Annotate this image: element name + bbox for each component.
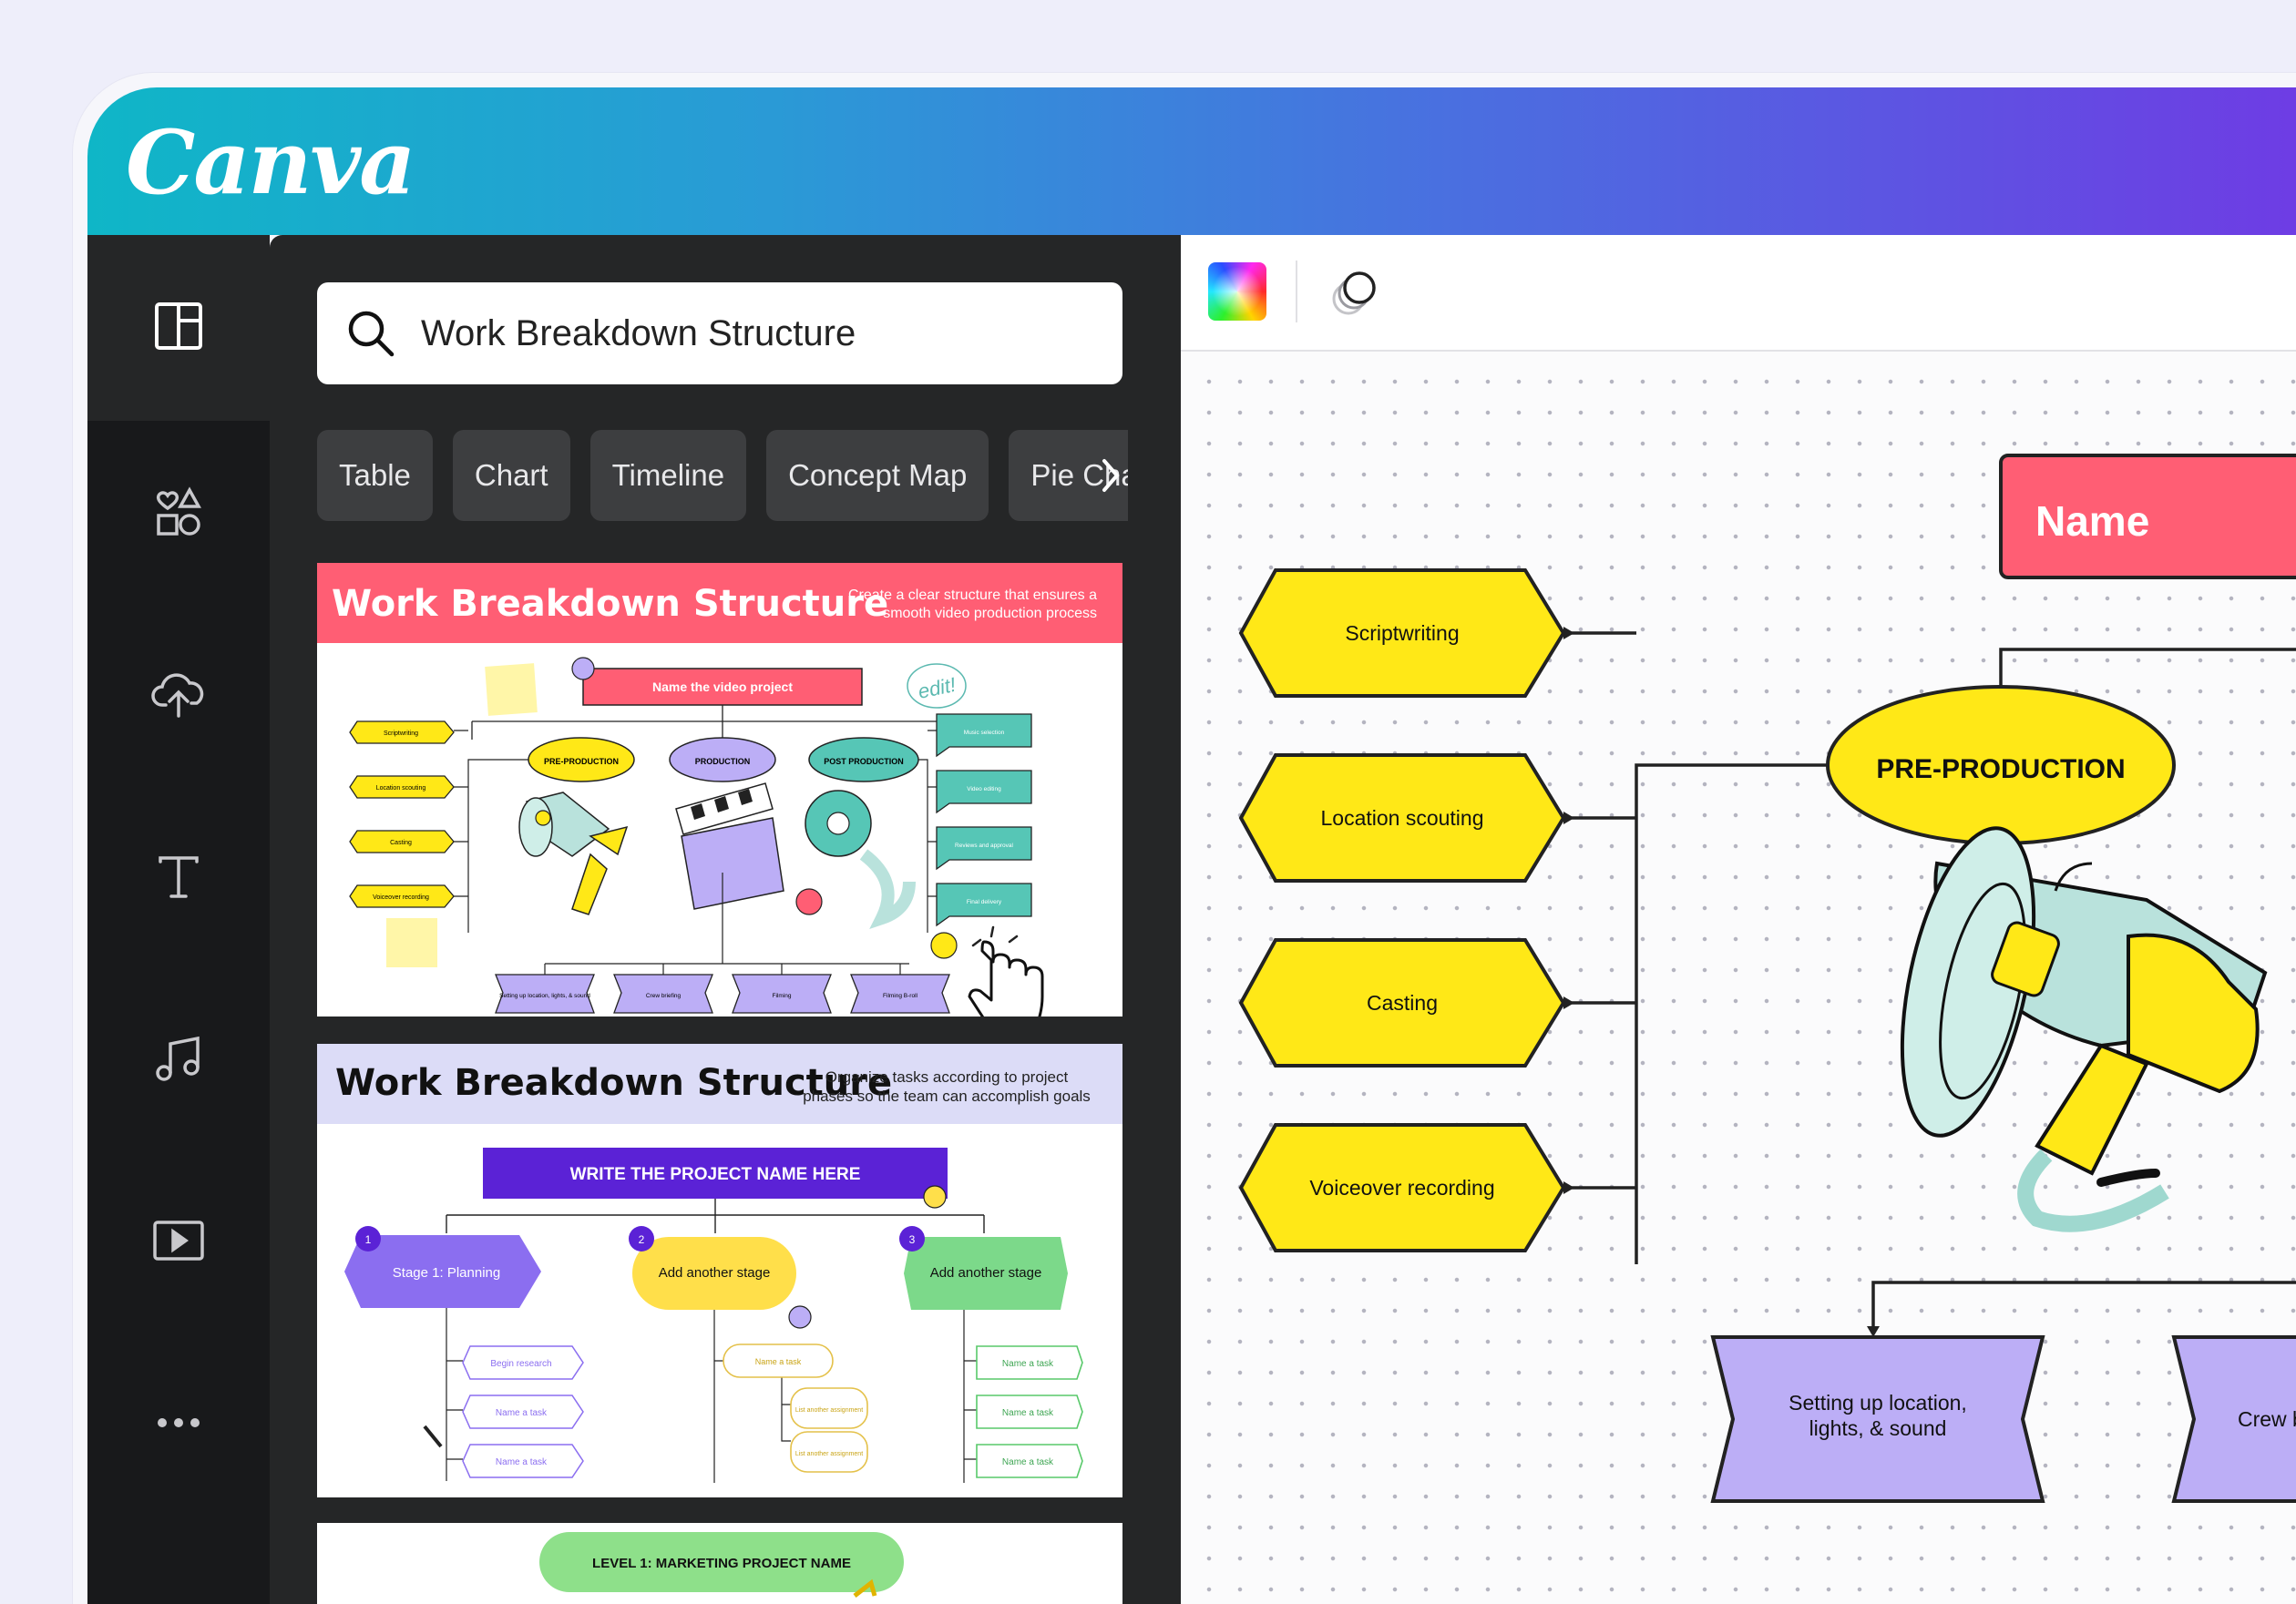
svg-text:Name a task: Name a task bbox=[1002, 1457, 1054, 1467]
chevron-right-icon[interactable] bbox=[1092, 450, 1128, 501]
template-card-video-wbs[interactable]: Name the video project edit! PRE-PRODUCT… bbox=[317, 563, 1122, 1017]
audio-icon[interactable] bbox=[142, 1022, 215, 1095]
upload-icon[interactable] bbox=[142, 658, 215, 730]
template-1-subtitle: Create a clear structure that ensures a … bbox=[847, 587, 1097, 621]
svg-text:Add another stage: Add another stage bbox=[930, 1265, 1042, 1281]
svg-text:Filming: Filming bbox=[773, 993, 792, 999]
svg-text:Voiceover recording: Voiceover recording bbox=[1309, 1176, 1494, 1200]
svg-text:Stage 1: Planning: Stage 1: Planning bbox=[393, 1265, 500, 1281]
svg-text:Filming B-roll: Filming B-roll bbox=[883, 993, 917, 999]
template-1-title: Work Breakdown Structure bbox=[332, 583, 889, 625]
bottom-node-setup bbox=[1710, 1335, 2045, 1503]
svg-text:Crew briefing: Crew briefing bbox=[646, 993, 682, 999]
svg-text:Reviews and approval: Reviews and approval bbox=[955, 843, 1014, 849]
svg-text:Final delivery: Final delivery bbox=[967, 899, 1002, 905]
template-preview-3: LEVEL 1: MARKETING PROJECT NAME bbox=[317, 1523, 1122, 1604]
video-icon[interactable] bbox=[142, 1204, 215, 1277]
svg-text:Voiceover recording: Voiceover recording bbox=[373, 894, 429, 901]
whiteboard[interactable]: Name PRE-PRODUCTION bbox=[1181, 353, 2296, 1604]
task-node-location bbox=[1238, 753, 1566, 883]
svg-text:List another assignment: List another assignment bbox=[795, 1407, 863, 1414]
search-bar[interactable] bbox=[317, 282, 1122, 384]
svg-text:Setting up location,: Setting up location, bbox=[1789, 1391, 1967, 1415]
svg-text:Name a task: Name a task bbox=[496, 1457, 548, 1467]
app-header: Canva bbox=[87, 87, 2296, 235]
app-window: Canva bbox=[73, 73, 2296, 1604]
canva-logo[interactable]: Canva bbox=[126, 111, 415, 214]
svg-text:Music selection: Music selection bbox=[964, 730, 1005, 736]
template-2-header: Work Breakdown Structure Organize tasks … bbox=[317, 1044, 1122, 1124]
text-icon[interactable] bbox=[142, 840, 215, 913]
task-node-voiceover bbox=[1238, 1123, 1566, 1252]
svg-text:Casting: Casting bbox=[1367, 991, 1438, 1015]
svg-text:Casting: Casting bbox=[390, 840, 412, 846]
svg-text:Setting up location, lights, &: Setting up location, lights, & sound bbox=[499, 993, 590, 999]
task-node-scriptwriting bbox=[1238, 568, 1566, 698]
transparency-icon[interactable] bbox=[1327, 262, 1387, 322]
template-card-project-wbs[interactable]: WRITE THE PROJECT NAME HERE Stage 1: Pla… bbox=[317, 1044, 1122, 1497]
svg-text:Crew briefing: Crew briefing bbox=[2238, 1407, 2296, 1431]
template-card-marketing[interactable]: LEVEL 1: MARKETING PROJECT NAME bbox=[317, 1523, 1122, 1604]
svg-text:PRE-PRODUCTION: PRE-PRODUCTION bbox=[544, 757, 619, 766]
svg-text:Name: Name bbox=[2035, 497, 2149, 545]
svg-text:3: 3 bbox=[909, 1233, 916, 1246]
svg-text:List another assignment: List another assignment bbox=[795, 1451, 863, 1457]
svg-text:POST PRODUCTION: POST PRODUCTION bbox=[824, 757, 904, 766]
design-canvas: Name PRE-PRODUCTION bbox=[1181, 235, 2296, 1604]
chip-concept-map[interactable]: Concept Map bbox=[766, 430, 989, 521]
chip-chart[interactable]: Chart bbox=[452, 430, 570, 521]
more-icon[interactable] bbox=[142, 1386, 215, 1459]
template-2-subtitle: Organize tasks according to project phas… bbox=[803, 1068, 1091, 1105]
layout-icon[interactable] bbox=[142, 290, 215, 363]
svg-text:LEVEL 1: MARKETING PROJECT NAM: LEVEL 1: MARKETING PROJECT NAME bbox=[592, 1556, 851, 1571]
root-node bbox=[1999, 454, 2296, 579]
search-input[interactable] bbox=[421, 312, 1113, 354]
svg-text:Name the video project: Name the video project bbox=[652, 679, 793, 694]
svg-text:Video editing: Video editing bbox=[967, 786, 1001, 792]
svg-text:Name a task: Name a task bbox=[1002, 1408, 1054, 1418]
svg-text:Location scouting: Location scouting bbox=[1320, 806, 1483, 830]
svg-text:1: 1 bbox=[365, 1233, 372, 1246]
svg-text:PRODUCTION: PRODUCTION bbox=[695, 757, 751, 766]
svg-text:Add another stage: Add another stage bbox=[659, 1265, 771, 1281]
color-picker-icon[interactable] bbox=[1208, 262, 1266, 321]
template-1-header: Work Breakdown Structure Create a clear … bbox=[317, 563, 1122, 643]
bottom-node-crew bbox=[2171, 1335, 2296, 1503]
svg-text:2: 2 bbox=[639, 1233, 645, 1246]
svg-text:Scriptwriting: Scriptwriting bbox=[1345, 621, 1459, 645]
task-node-casting bbox=[1238, 938, 1566, 1068]
elements-icon[interactable] bbox=[142, 475, 215, 548]
svg-text:Begin research: Begin research bbox=[490, 1359, 551, 1369]
chip-table[interactable]: Table bbox=[317, 430, 433, 521]
template-preview-1: Name the video project edit! PRE-PRODUCT… bbox=[317, 643, 1122, 1017]
svg-text:PRE-PRODUCTION: PRE-PRODUCTION bbox=[1876, 754, 2125, 784]
template-preview-2: WRITE THE PROJECT NAME HERE Stage 1: Pla… bbox=[317, 1124, 1122, 1497]
svg-text:Name a task: Name a task bbox=[755, 1357, 802, 1366]
editor-toolbar bbox=[1181, 235, 2296, 352]
search-icon bbox=[348, 311, 395, 357]
svg-text:WRITE THE PROJECT NAME HERE: WRITE THE PROJECT NAME HERE bbox=[570, 1165, 861, 1184]
hand-cursor-icon bbox=[968, 925, 1044, 1017]
svg-text:Scriptwriting: Scriptwriting bbox=[384, 730, 418, 737]
svg-text:Name a task: Name a task bbox=[1002, 1359, 1054, 1369]
megaphone-illustration bbox=[1900, 826, 2268, 1232]
filter-chips: Table Chart Timeline Concept Map Pie Cha… bbox=[317, 430, 1128, 521]
svg-text:lights, & sound: lights, & sound bbox=[1809, 1416, 1947, 1440]
template-panel: Table Chart Timeline Concept Map Pie Cha… bbox=[270, 235, 1181, 1604]
toolbar-divider bbox=[1296, 261, 1297, 322]
side-rail bbox=[87, 235, 270, 1604]
template-2-title: Work Breakdown Structure bbox=[335, 1062, 893, 1104]
board-diagram: Name PRE-PRODUCTION bbox=[1238, 454, 2296, 1503]
svg-text:Location scouting: Location scouting bbox=[376, 785, 426, 792]
chip-timeline[interactable]: Timeline bbox=[589, 430, 747, 521]
svg-text:Name a task: Name a task bbox=[496, 1408, 548, 1418]
chip-pie-chart[interactable]: Pie Chart bbox=[1009, 430, 1128, 521]
